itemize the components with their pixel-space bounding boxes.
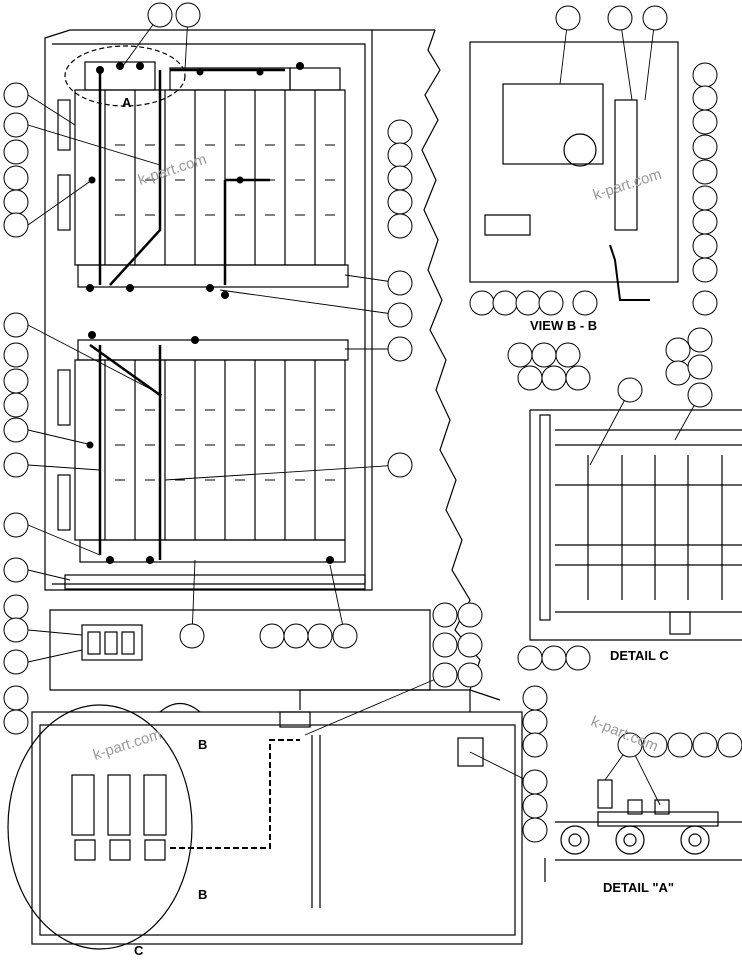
- view-bb-label: VIEW B - B: [530, 318, 597, 333]
- detail-a-label: DETAIL "A": [603, 880, 674, 895]
- callout-bubbles: [3, 2, 742, 843]
- detail-a-panel: [544, 779, 742, 882]
- detail-a-marker: [64, 45, 186, 107]
- watermark: k-part.com: [591, 166, 664, 204]
- mid-panel: [49, 609, 431, 691]
- upper-breaker-bank: [74, 61, 349, 299]
- view-bb-panel: [469, 41, 679, 301]
- lower-breaker-bank: [64, 331, 366, 590]
- watermark: k-part.com: [136, 151, 209, 189]
- a-marker-label: A: [122, 95, 132, 110]
- break-line: [421, 29, 501, 701]
- lower-cabinet: [31, 689, 523, 945]
- detail-c-panel: [529, 409, 742, 641]
- main-cabinet: [44, 29, 435, 591]
- section-b-bottom-label: B: [198, 887, 207, 902]
- detail-c-outline: [7, 704, 193, 950]
- watermark: k-part.com: [91, 726, 164, 764]
- detail-c-marker-label: C: [134, 943, 144, 958]
- detail-c-label: DETAIL C: [610, 648, 669, 663]
- section-b-top-label: B: [198, 737, 207, 752]
